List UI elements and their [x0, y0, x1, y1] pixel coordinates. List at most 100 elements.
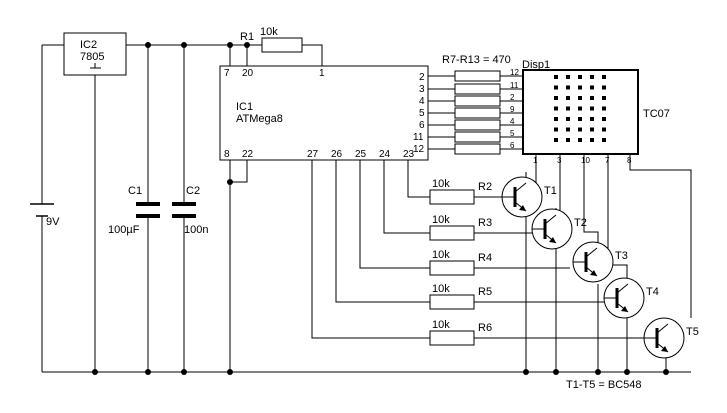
mcu-pin-27: 27 — [307, 149, 319, 160]
display-pin-label: 12 — [510, 68, 519, 77]
voltage-regulator: IC2 7805 — [63, 32, 127, 76]
transistor-t2: T2 — [531, 208, 587, 250]
mcu-pin-1: 1 — [319, 68, 325, 79]
mcu-pin-label: 6 — [419, 120, 425, 131]
display-pin-label: 6 — [510, 141, 515, 150]
led-dot — [602, 85, 606, 90]
led-dot — [566, 138, 570, 142]
led-dot — [554, 117, 558, 121]
array-resistor — [454, 119, 501, 131]
led-dot — [590, 138, 594, 142]
mcu-pin-20: 20 — [242, 68, 254, 79]
regulator-name: IC2 — [80, 39, 97, 51]
emitter-arrow-icon — [661, 346, 668, 352]
transistor-t1: T1 — [501, 176, 557, 218]
led-dot — [554, 96, 558, 100]
battery: 9V — [30, 203, 60, 228]
led-dot — [602, 138, 606, 142]
mcu-pin-26: 26 — [331, 149, 343, 160]
led-dot — [602, 117, 606, 121]
resistor-name: R5 — [478, 286, 492, 298]
led-dot — [578, 138, 582, 142]
display-pin-label: 9 — [510, 105, 515, 114]
display-pin-label: 7 — [605, 156, 610, 165]
led-dot — [578, 96, 582, 100]
resistor-r1-value: 10k — [260, 26, 278, 38]
display-pin-label: 3 — [557, 156, 562, 165]
resistor-r1: 10k R1 — [240, 26, 303, 53]
led-dot — [590, 96, 594, 100]
display-pin-label: 11 — [510, 81, 519, 90]
resistor-array: R7-R13 = 470 — [442, 54, 511, 155]
led-dot — [590, 75, 594, 79]
capacitor-c1: C1 100µF — [108, 185, 160, 236]
led-dot — [590, 117, 594, 121]
mcu-pin-label: 4 — [419, 96, 425, 107]
transistor-t3: T3 — [572, 241, 628, 283]
led-dot — [578, 117, 582, 121]
led-dot — [566, 96, 570, 100]
led-dot — [566, 117, 570, 121]
capacitor-c2: C2 100n — [172, 185, 208, 236]
led-dot — [566, 75, 570, 79]
resistor-body — [429, 330, 475, 346]
display-pin-label: 5 — [510, 129, 515, 138]
transistor-note: T1-T5 = BC548 — [566, 379, 642, 391]
mcu-pin-7: 7 — [224, 68, 230, 79]
transistor-label: T4 — [646, 286, 659, 298]
led-dot — [554, 75, 558, 79]
capacitor-c1-name: C1 — [128, 185, 142, 197]
transistor-label: T5 — [686, 326, 699, 338]
emitter-arrow-icon — [590, 270, 597, 276]
led-dot — [578, 106, 582, 111]
led-dot — [590, 127, 594, 132]
emitter-arrow-icon — [621, 306, 628, 312]
display-name: Disp1 — [522, 59, 550, 71]
mcu-pin-label: 11 — [413, 132, 424, 143]
mcu-pin-23: 23 — [403, 149, 415, 160]
transistor-t5: T5 — [643, 317, 699, 359]
microcontroller-name: IC1 — [236, 101, 253, 113]
microcontroller: IC1 ATMega8 7 20 1 8 22 27 26 25 24 23 2… — [219, 65, 429, 161]
capacitor-c1-value: 100µF — [108, 224, 140, 236]
resistor-body — [429, 294, 475, 310]
mcu-pin-label: 12 — [413, 144, 425, 155]
led-dot — [578, 127, 582, 132]
transistor-label: T2 — [574, 217, 587, 229]
led-dot — [554, 138, 558, 142]
led-dot — [602, 127, 606, 132]
resistor-name: R4 — [478, 252, 492, 264]
display-pin-label: 4 — [510, 117, 515, 126]
resistor-value: 10k — [432, 214, 450, 226]
ground-pin-mark — [90, 63, 101, 69]
resistor-r1-name: R1 — [240, 31, 254, 43]
transistor-label: T3 — [615, 250, 628, 262]
led-dot-grid — [554, 75, 606, 142]
junctions — [92, 42, 669, 375]
emitter-arrow-icon — [519, 205, 526, 211]
led-dot — [578, 75, 582, 79]
display-pin-label: 10 — [581, 156, 590, 165]
capacitor-c2-value: 100n — [184, 224, 208, 236]
regulator-part: 7805 — [80, 51, 104, 63]
led-dot — [566, 106, 570, 111]
led-dot — [578, 85, 582, 90]
array-resistor — [454, 83, 501, 95]
array-resistor — [454, 131, 501, 143]
led-dot — [602, 106, 606, 111]
mcu-pin-label: 3 — [419, 84, 425, 95]
array-resistor — [454, 107, 501, 119]
display-part: TC07 — [643, 108, 670, 120]
led-dot — [566, 85, 570, 90]
led-dot — [602, 75, 606, 79]
led-dot — [590, 85, 594, 90]
display-pin-label: 1 — [533, 156, 538, 165]
